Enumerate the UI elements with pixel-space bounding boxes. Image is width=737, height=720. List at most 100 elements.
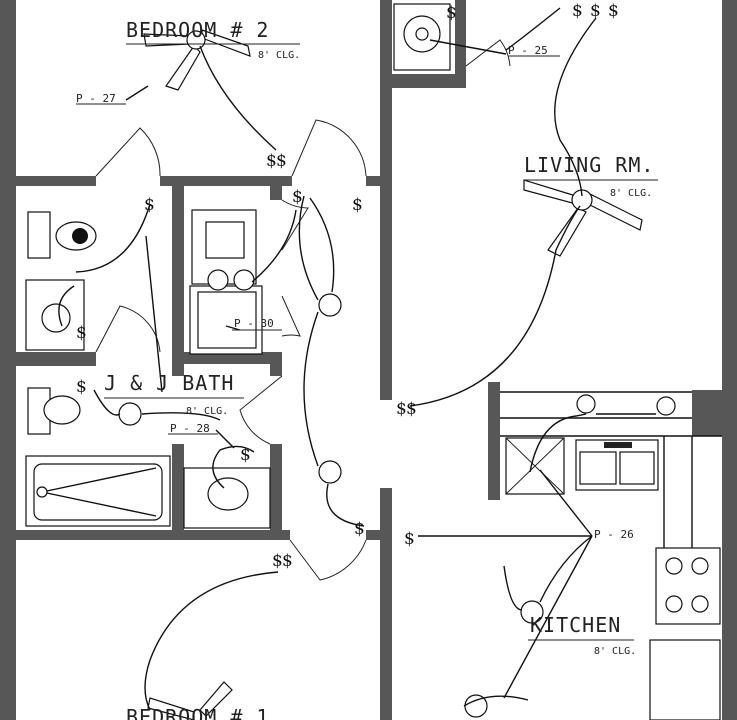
hall-light-1 <box>318 293 342 317</box>
wire-bedroom2 <box>199 45 277 151</box>
wall-closet-right <box>270 186 282 200</box>
switch-bath-1: $ <box>144 195 155 215</box>
wall-right-exterior <box>722 0 737 720</box>
living-label: LIVING RM. <box>524 153 654 177</box>
switch-bath-4: $ <box>240 445 251 465</box>
washer-inner <box>205 221 245 259</box>
kitchen-label: KITCHEN <box>530 613 621 637</box>
fan-living <box>523 179 643 257</box>
wire-bath-upper <box>58 203 151 327</box>
wire-bath-lower <box>93 389 221 421</box>
door-swing-pantry <box>281 295 301 337</box>
wire-bath-diag <box>145 235 163 393</box>
wall-kitchen-left <box>488 382 500 500</box>
door-swing-hall <box>291 119 367 177</box>
fixtures <box>25 3 722 720</box>
wall-closet-lower-right <box>270 352 282 376</box>
wire-closet-fan <box>251 209 297 283</box>
door-swing-bath <box>95 305 161 353</box>
wire-living-top <box>505 7 597 197</box>
burner-4 <box>691 595 709 613</box>
fan-bedroom1 <box>147 681 233 720</box>
kitchen-ceiling: 8' CLG. <box>594 646 636 657</box>
wall-bath-mid <box>16 352 96 366</box>
circuit-p30: P - 30 <box>234 317 274 330</box>
switch-bath-3: $ <box>76 377 87 397</box>
tub-slope-lines <box>41 467 157 517</box>
wire-bath-lower-sink <box>212 445 255 489</box>
wall-bedroom2-bottom <box>16 176 96 186</box>
sink-basin-left <box>579 451 617 485</box>
switch-living-1: $ <box>572 1 583 21</box>
dryer-hookup <box>233 269 255 291</box>
sink-faucet <box>604 442 632 448</box>
tub-drain <box>36 486 48 498</box>
switches: $ $ $ $ $ $ $ $ $ $ $ $ $ $ $ $ $ $ <box>76 1 619 571</box>
wire-hall-right <box>309 197 335 293</box>
wire-hall-arc <box>298 195 365 527</box>
sink-bowl-upper <box>41 303 71 333</box>
kitchen-wall-light-1 <box>576 394 596 414</box>
sink-basin-right <box>619 451 655 485</box>
wire-p27 <box>125 85 149 101</box>
wall-closet-bottom <box>392 74 466 88</box>
wall-bath-divider <box>172 186 184 376</box>
wall-closet-side <box>455 0 466 88</box>
sink-bowl-lower <box>207 477 249 511</box>
wall-left-exterior <box>0 0 16 720</box>
kitchen-counter-right <box>663 436 693 548</box>
dryer-inner <box>197 291 257 349</box>
switch-closet-1: $ <box>446 3 457 23</box>
burner-2 <box>691 557 709 575</box>
circuit-p25: P - 25 <box>508 44 548 57</box>
wall-bedroom2-bottom-right <box>366 176 380 186</box>
wiring <box>58 7 656 711</box>
bedroom2-label: BEDROOM # 2 <box>126 18 269 42</box>
circuit-p28: P - 28 <box>170 422 210 435</box>
drain-upper <box>72 228 88 244</box>
door-swing-bedroom2 <box>95 127 161 177</box>
burner-3 <box>665 595 683 613</box>
water-heater-box <box>393 3 451 71</box>
switch-living-3: $ <box>608 1 619 21</box>
wire-closet <box>429 39 507 55</box>
labels: BEDROOM # 2 8' CLG. LIVING RM. 8' CLG. J… <box>76 18 658 720</box>
door-swing-closet-top <box>465 39 511 67</box>
switch-hall-2: $ <box>352 195 363 215</box>
wall-closet-lower <box>184 352 282 364</box>
bedroom2-ceiling: 8' CLG. <box>258 50 300 61</box>
hall-light-2 <box>318 460 342 484</box>
wire-living-switch <box>409 205 581 407</box>
wall-center-partition-lower <box>380 488 392 720</box>
bath-label: J & J BATH <box>104 371 234 395</box>
kitchen-light <box>520 600 544 624</box>
wire-kitchen-bottom <box>463 695 529 707</box>
kitchen-counter-top <box>500 391 722 437</box>
bathtub-inner <box>33 463 163 521</box>
wire-bedroom1 <box>144 571 279 711</box>
wall-center-partition <box>380 0 392 400</box>
dishwasher-x <box>505 437 565 495</box>
wall-bedroom2-bottom-mid <box>160 176 292 186</box>
wire-p28 <box>215 429 235 449</box>
door-swing-bath-lower <box>239 375 283 445</box>
wire-kitchen-left <box>503 565 523 611</box>
burner-1 <box>665 557 683 575</box>
closet-light <box>415 27 429 41</box>
washer-hookup <box>207 269 229 291</box>
bedroom1-label: BEDROOM # 1 <box>126 705 269 720</box>
kitchen-wall-light-2 <box>656 396 676 416</box>
toilet-tank-upper <box>27 211 51 259</box>
switch-bedroom1-2: $ <box>282 551 293 571</box>
bath-ceiling: 8' CLG. <box>186 406 228 417</box>
switch-bedroom2-1: $ <box>266 151 277 171</box>
door-swing-bedroom1 <box>289 539 367 581</box>
wire-kitchen <box>418 469 593 699</box>
wall-bedroom1-top-right <box>366 530 380 540</box>
switch-bedroom2-2: $ <box>276 151 287 171</box>
door-swing-closet <box>281 199 309 251</box>
switch-bath-2: $ <box>76 323 87 343</box>
refrigerator <box>649 639 721 720</box>
